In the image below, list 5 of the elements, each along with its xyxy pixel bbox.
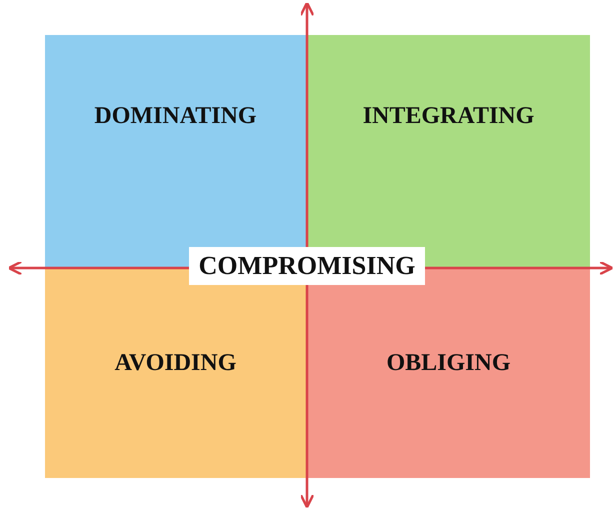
quadrant-title: DOMINATING [94, 103, 257, 130]
quadrant-title: AVOIDING [114, 350, 236, 376]
center-label: COMPROMISING [188, 247, 426, 285]
quadrant-title: OBLIGING [386, 350, 511, 376]
quadrant-title: INTEGRATING [362, 103, 534, 130]
